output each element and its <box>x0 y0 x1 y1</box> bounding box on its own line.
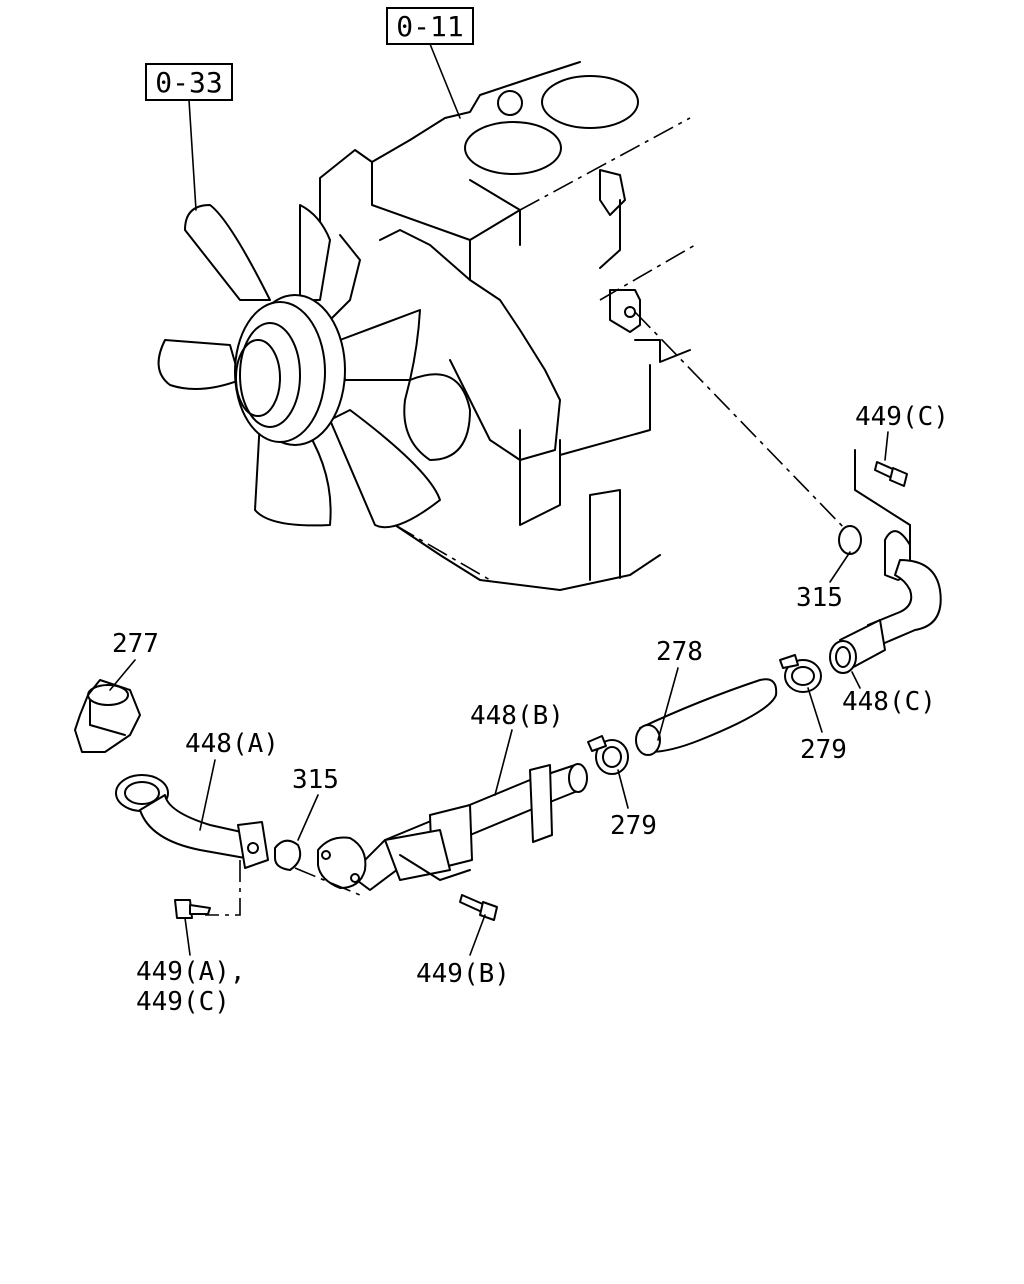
pipe-448a-illustration <box>115 774 361 919</box>
label-278: 278 <box>656 637 703 667</box>
cooling-fan-illustration <box>157 204 441 529</box>
label-448a: 448(A) <box>185 729 279 759</box>
label-315-right: 315 <box>796 583 843 613</box>
label-449c-top: 449(C) <box>855 402 949 432</box>
ref-box-0-11[interactable]: 0-11 <box>386 7 474 45</box>
hose-278-illustration <box>635 678 778 756</box>
label-448b: 448(B) <box>470 701 564 731</box>
label-315-left: 315 <box>292 765 339 795</box>
label-277: 277 <box>112 629 159 659</box>
pipe-448b-illustration <box>317 763 588 921</box>
label-279-right: 279 <box>800 735 847 765</box>
leader-lines <box>109 43 889 956</box>
ref-box-0-33[interactable]: 0-33 <box>145 63 233 101</box>
label-279-mid: 279 <box>610 811 657 841</box>
label-449c-bottom: 449(C) <box>136 987 230 1017</box>
ref-label-0-11: 0-11 <box>396 10 463 43</box>
engine-block-illustration <box>319 61 696 591</box>
part-labels: 449(C) 315 448(C) 278 279 448(B) 279 277… <box>112 402 949 1017</box>
label-449b: 449(B) <box>416 959 510 989</box>
label-448c: 448(C) <box>842 687 936 717</box>
label-449a: 449(A), <box>136 957 246 987</box>
radiator-cap-277-illustration <box>74 679 141 753</box>
pipe-448c-illustration <box>634 311 942 674</box>
clamp-279-right-illustration <box>779 654 822 693</box>
clamp-279-mid-illustration <box>587 735 629 775</box>
ref-label-0-33: 0-33 <box>155 66 222 99</box>
